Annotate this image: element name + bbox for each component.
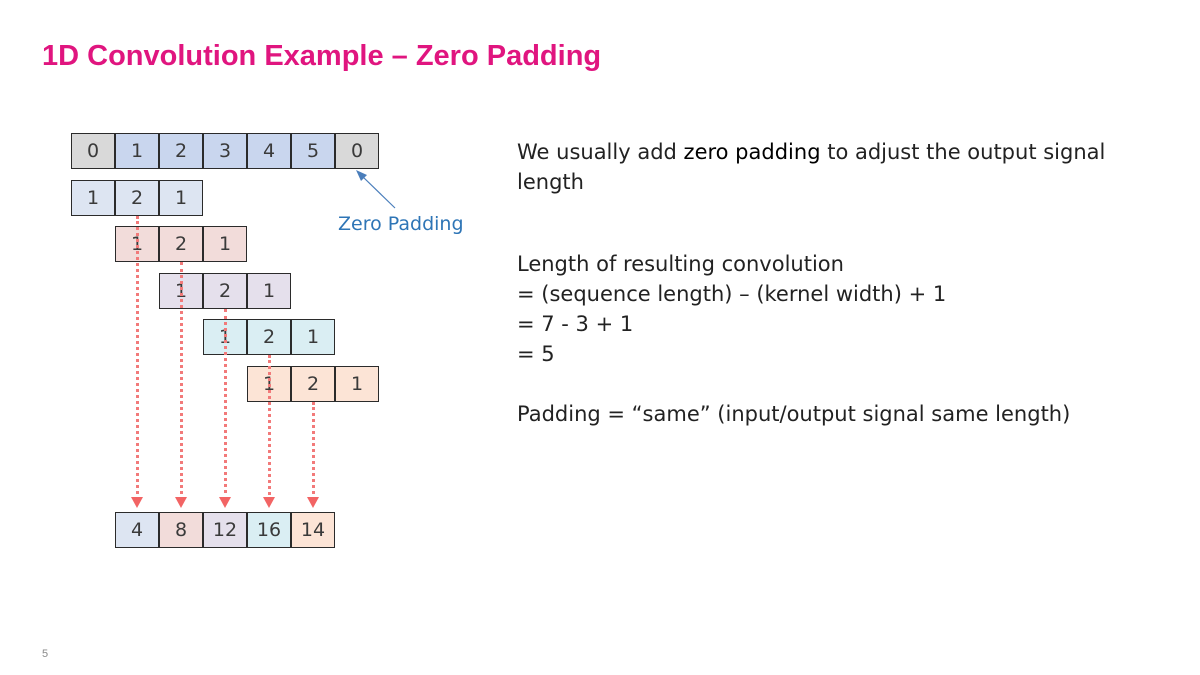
padding-cell: 0 [71,133,115,169]
arrow-head-icon [131,497,143,508]
sentence-end: to adjust the output signal length [517,140,1106,194]
length-heading: Length of resulting convolution [517,252,844,276]
length-formula: = (sequence length) – (kernel width) + 1 [517,282,947,306]
kernel-cell: 1 [159,180,203,216]
kernel-cell: 2 [203,273,247,309]
kernel-cell: 2 [159,226,203,262]
slide-title: 1D Convolution Example – Zero Padding [42,40,602,72]
kernel-cell: 1 [335,366,379,402]
zero-padding-term: zero padding [683,140,821,164]
zero-padding-sentence: We usually add zero padding to adjust th… [517,137,1117,197]
kernel-cell: 1 [247,273,291,309]
padding-cell: 0 [335,133,379,169]
kernel-cell: 2 [291,366,335,402]
length-result: = 5 [517,342,555,366]
length-substitution: = 7 - 3 + 1 [517,312,634,336]
arrow-head-icon [175,497,187,508]
arrow-head-icon [263,497,275,508]
padding-note: Padding = “same” (input/output signal sa… [517,402,1071,426]
input-cell: 2 [159,133,203,169]
sentence-start: We usually add [517,140,684,164]
input-cell: 1 [115,133,159,169]
output-cell: 12 [203,512,247,548]
arrow-line [267,355,271,500]
input-cell: 3 [203,133,247,169]
arrow-line [179,262,183,500]
kernel-cell: 1 [291,319,335,355]
arrow-head-icon [219,497,231,508]
page-number: 5 [42,648,49,660]
arrow-line [135,216,139,500]
output-cell: 4 [115,512,159,548]
kernel-cell: 1 [203,226,247,262]
kernel-cell: 2 [115,180,159,216]
zero-padding-label: Zero Padding [338,213,464,235]
input-cell: 4 [247,133,291,169]
arrow-line [223,309,227,500]
kernel-cell: 2 [247,319,291,355]
output-cell: 14 [291,512,335,548]
arrow-line [311,402,315,500]
explanation-text: We usually add zero padding to adjust th… [517,137,1117,429]
output-cell: 8 [159,512,203,548]
input-cell: 5 [291,133,335,169]
arrow-head-icon [307,497,319,508]
output-cell: 16 [247,512,291,548]
kernel-cell: 1 [71,180,115,216]
